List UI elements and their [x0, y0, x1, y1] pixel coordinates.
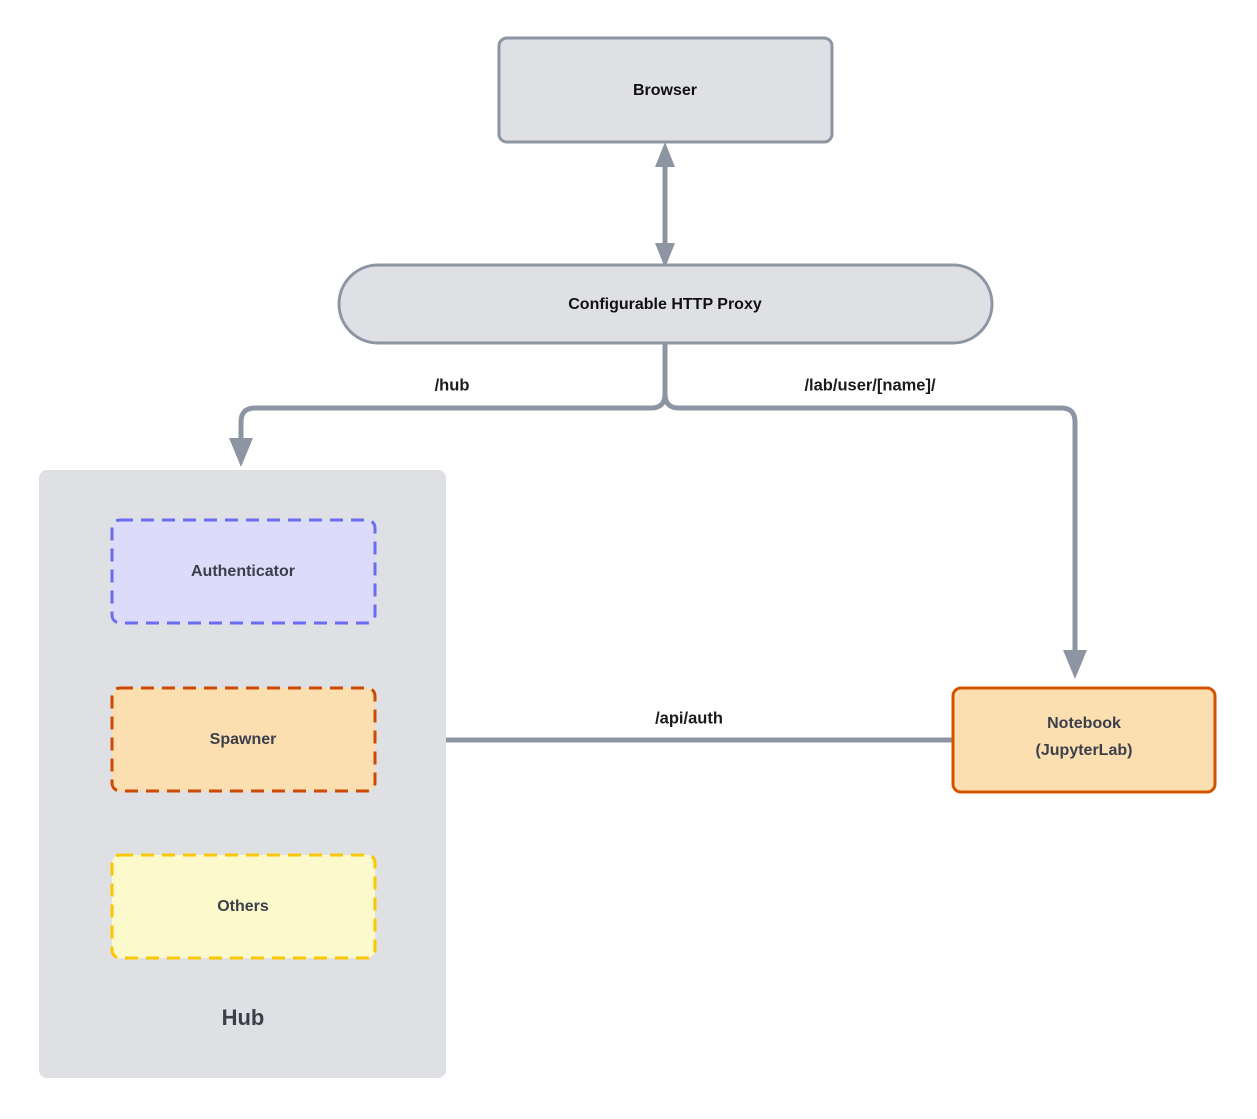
notebook-box[interactable] [951, 686, 1217, 794]
edge-label-api-auth: /api/auth [655, 709, 723, 727]
node-others[interactable]: Others [110, 853, 377, 960]
node-spawner[interactable]: Spawner [110, 686, 377, 793]
authenticator-label: Authenticator [191, 563, 295, 580]
others-box[interactable] [110, 853, 377, 960]
node-proxy[interactable]: Configurable HTTP Proxy [337, 263, 994, 345]
others-label: Others [217, 898, 269, 915]
proxy-label: Configurable HTTP Proxy [568, 296, 762, 313]
notebook-label-line1: Notebook [1047, 715, 1121, 732]
proxy-box[interactable] [337, 263, 994, 345]
node-browser[interactable]: Browser [497, 36, 834, 144]
node-notebook[interactable]: Notebook (JupyterLab) [951, 686, 1217, 794]
spawner-box[interactable] [110, 686, 377, 793]
arrowhead-notebook [1063, 650, 1087, 679]
edge-proxy-notebook: /lab/user/[name]/ [662, 343, 1087, 679]
spawner-label: Spawner [210, 731, 277, 748]
browser-label: Browser [633, 82, 697, 99]
arrowhead-hub [229, 438, 253, 467]
arrowhead-down-proxy [655, 243, 675, 268]
edge-label-lab-user: /lab/user/[name]/ [804, 376, 936, 394]
browser-box[interactable] [497, 36, 834, 144]
edge-label-hub: /hub [435, 376, 470, 394]
arrowhead-up-browser [655, 142, 675, 167]
edge-notebook-spawner: /api/auth [378, 709, 953, 752]
authenticator-box[interactable] [110, 518, 377, 625]
notebook-label-line2: (JupyterLab) [1036, 742, 1133, 759]
edge-proxy-hub-line [238, 343, 668, 447]
edge-proxy-hub: /hub [229, 343, 668, 467]
hub-label: Hub [222, 1005, 265, 1030]
edge-proxy-notebook-line [662, 343, 1078, 658]
node-authenticator[interactable]: Authenticator [110, 518, 377, 625]
edge-browser-proxy [655, 142, 675, 268]
